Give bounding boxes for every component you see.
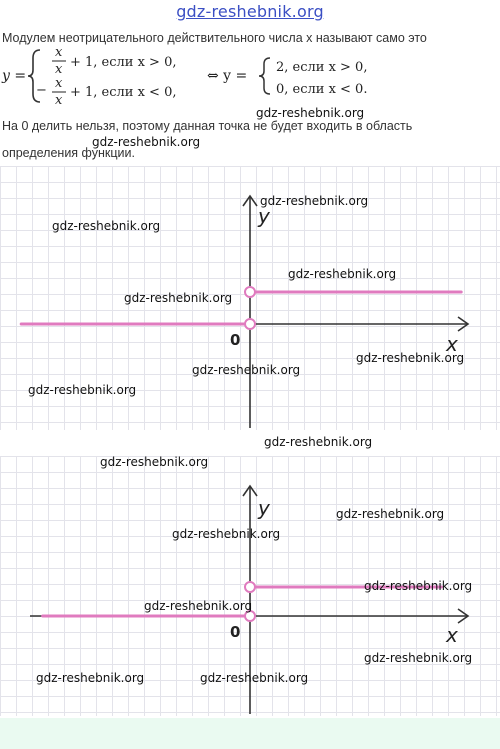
watermark: gdz-reshebnik.org xyxy=(192,363,301,377)
formula-svg: y = x x + 1, если x > 0, − x x + 1, если… xyxy=(1,45,367,108)
graph-2: y x 0 xyxy=(0,456,500,716)
y-axis-label: y xyxy=(258,496,270,520)
origin-label: 0 xyxy=(230,623,241,641)
result-2: 0, если x < 0. xyxy=(276,82,367,97)
x-axis-label: x xyxy=(446,332,458,356)
watermark: gdz-reshebnik.org xyxy=(28,383,137,397)
watermark: gdz-reshebnik.org xyxy=(52,219,161,233)
watermark: gdz-reshebnik.org xyxy=(124,291,233,305)
case2-sign: − xyxy=(36,83,47,98)
text-line-1: Модулем неотрицательного действительного… xyxy=(2,31,427,45)
site-link[interactable]: gdz-reshebnik.org xyxy=(176,2,324,21)
watermark: gdz-reshebnik.org xyxy=(144,599,253,613)
watermark: gdz-reshebnik.org xyxy=(100,455,209,469)
watermark: gdz-reshebnik.org xyxy=(260,194,369,208)
formula-equiv: ⇔ y = xyxy=(207,68,247,84)
watermark: gdz-reshebnik.org xyxy=(356,351,465,365)
open-point xyxy=(244,318,256,330)
footer-band xyxy=(0,718,500,749)
case2-numerator: x xyxy=(55,76,63,91)
watermark: gdz-reshebnik.org xyxy=(172,527,281,541)
y-axis-label: y xyxy=(258,204,270,228)
watermark: gdz-reshebnik.org xyxy=(256,106,365,120)
case2-denominator: x xyxy=(55,93,63,108)
y-axis-arrow xyxy=(242,194,258,207)
case1-denominator: x xyxy=(55,62,63,77)
open-point xyxy=(244,286,256,298)
site-header: gdz-reshebnik.org xyxy=(0,0,500,26)
watermark: gdz-reshebnik.org xyxy=(92,135,201,149)
x-axis-arrow xyxy=(457,316,470,332)
case2-rest: + 1, если x < 0, xyxy=(70,85,176,100)
watermark: gdz-reshebnik.org xyxy=(264,435,373,449)
open-point xyxy=(244,610,256,622)
graph-1-svg xyxy=(19,194,470,428)
graph-2-svg xyxy=(30,484,470,714)
text-line-3: На 0 делить нельзя, поэтому данная точка… xyxy=(2,119,413,133)
text-line-4: определения функции. xyxy=(2,146,135,160)
formula: y = x x + 1, если x > 0, − x x + 1, если… xyxy=(0,44,500,108)
x-axis-label: x xyxy=(446,623,458,647)
watermark: gdz-reshebnik.org xyxy=(36,671,145,685)
y-axis-arrow xyxy=(242,484,258,497)
watermark: gdz-reshebnik.org xyxy=(336,507,445,521)
watermark: gdz-reshebnik.org xyxy=(364,651,473,665)
case1-numerator: x xyxy=(55,45,63,60)
watermark: gdz-reshebnik.org xyxy=(288,267,397,281)
origin-label: 0 xyxy=(230,331,241,349)
case1-rest: + 1, если x > 0, xyxy=(70,55,176,70)
formula-y-eq: y = xyxy=(1,68,26,84)
x-axis-arrow xyxy=(457,608,470,624)
result-1: 2, если x > 0, xyxy=(276,60,367,75)
open-point xyxy=(244,581,256,593)
watermark: gdz-reshebnik.org xyxy=(364,579,473,593)
watermark: gdz-reshebnik.org xyxy=(200,671,309,685)
graph-1: y x 0 xyxy=(0,166,500,430)
